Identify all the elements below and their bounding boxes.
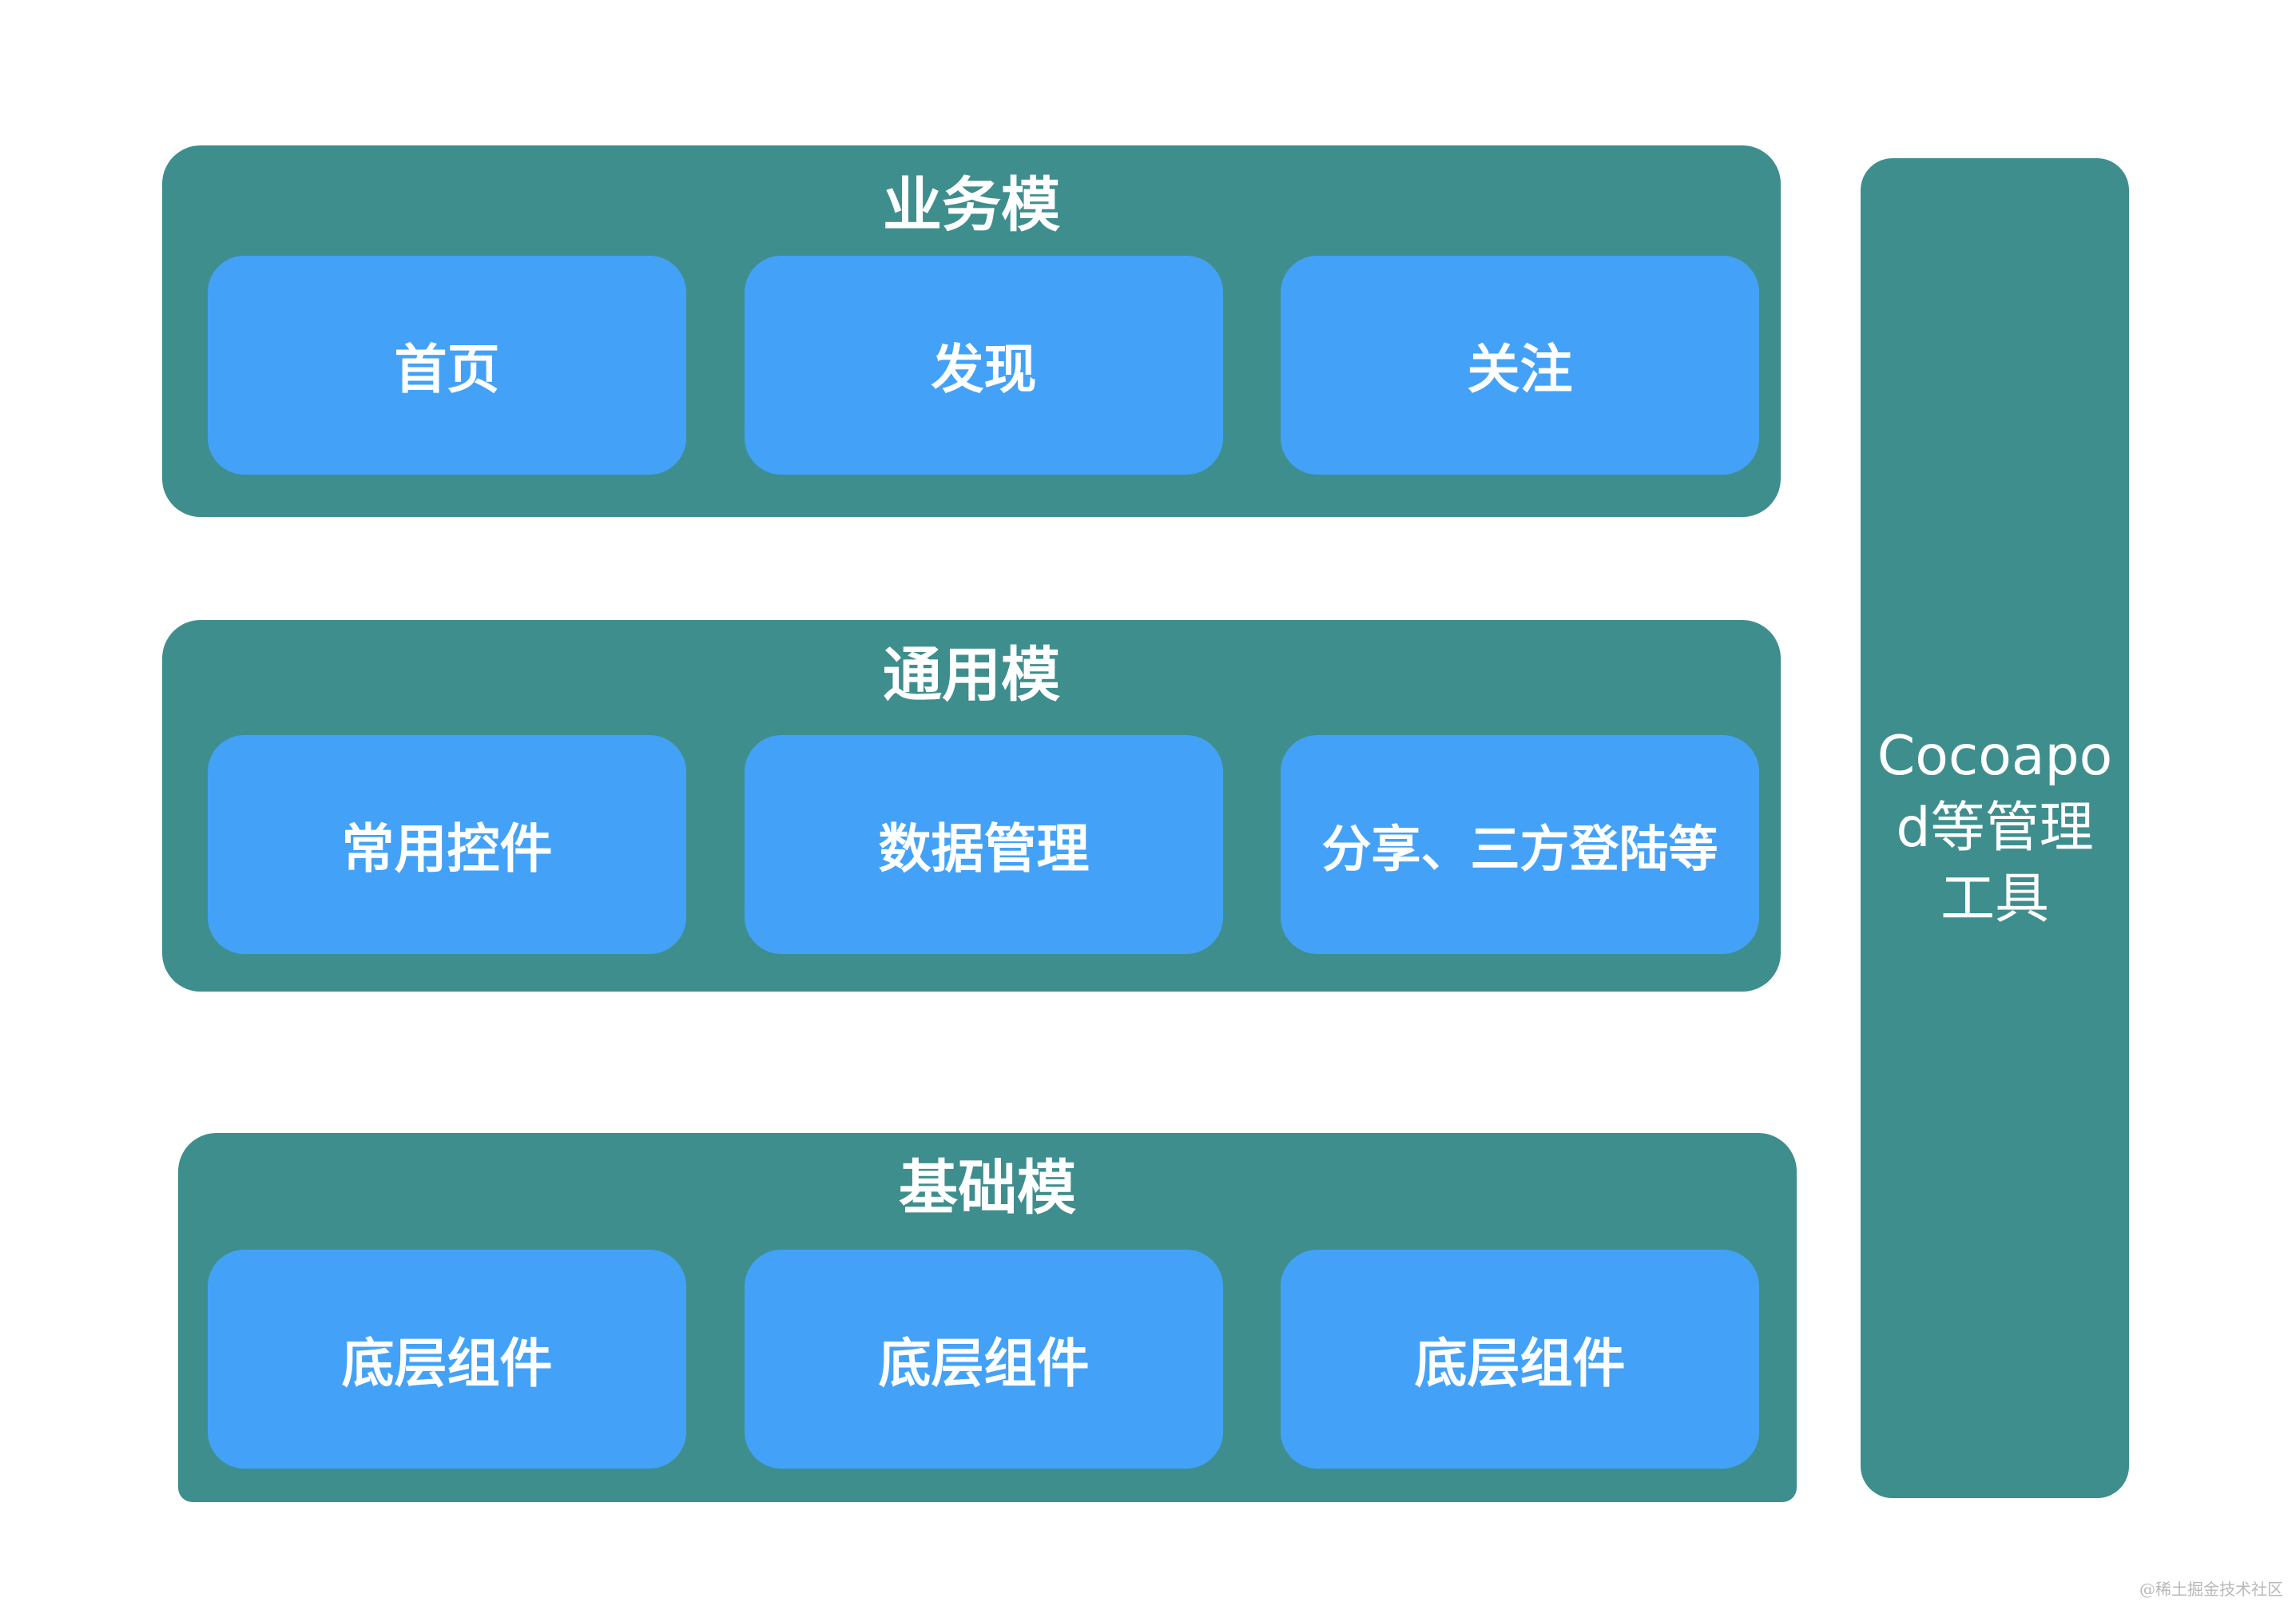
base-layer: 基础模 底层组件 底层组件 底层组件 bbox=[178, 1133, 1797, 1502]
module-home: 首页 bbox=[208, 256, 686, 475]
cocoapod-tool-panel: Cocoapod等管理工具 bbox=[1861, 158, 2129, 1498]
module-base-component-3: 底层组件 bbox=[1281, 1250, 1759, 1469]
module-base-component-1: 底层组件 bbox=[208, 1250, 686, 1469]
module-base-component-2: 底层组件 bbox=[745, 1250, 1223, 1469]
business-layer: 业务模 首页 发现 关注 bbox=[162, 145, 1781, 517]
business-layer-title: 业务模 bbox=[883, 171, 1060, 240]
cocoapod-tool-label: Cocoapod等管理工具 bbox=[1877, 724, 2113, 932]
module-share-login: 分享、三方登陆等 bbox=[1281, 735, 1759, 954]
module-follow: 关注 bbox=[1281, 256, 1759, 475]
watermark: @稀土掘金技术社区 bbox=[2139, 1580, 2283, 1599]
module-common-controls: 常用控件 bbox=[208, 735, 686, 954]
base-layer-title: 基础模 bbox=[899, 1154, 1076, 1222]
module-data-management: 数据管理 bbox=[745, 735, 1223, 954]
common-layer-title: 通用模 bbox=[883, 641, 1060, 710]
module-discover: 发现 bbox=[745, 256, 1223, 475]
common-layer: 通用模 常用控件 数据管理 分享、三方登陆等 bbox=[162, 620, 1781, 992]
